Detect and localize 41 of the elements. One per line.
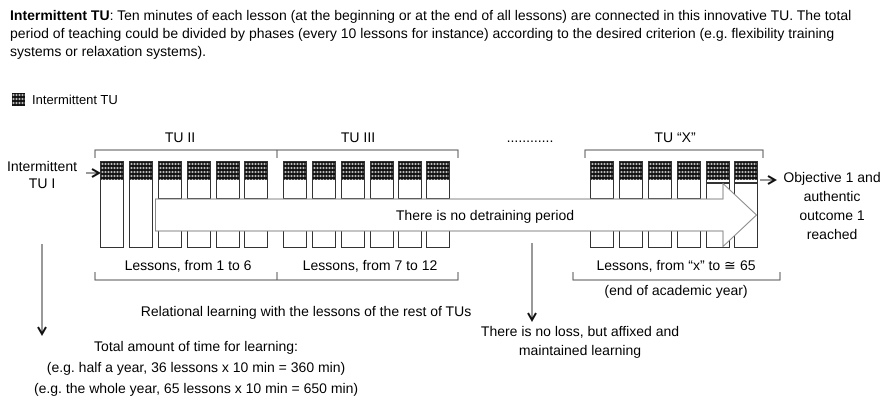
- lesson-bar: [187, 161, 211, 199]
- group-label: TU III: [340, 128, 376, 146]
- lesson-bar: [398, 161, 422, 199]
- lesson-bar: [370, 161, 394, 199]
- lesson-bar: [341, 161, 365, 199]
- note-text: (e.g. the whole year, 65 lessons x 10 min = 650 min): [34, 379, 358, 398]
- block-arrow: [155, 183, 757, 247]
- lesson-bar: [283, 161, 307, 199]
- group-label: TU “X”: [653, 128, 697, 146]
- lesson-bar: [158, 161, 182, 199]
- lesson-bar: [216, 161, 240, 199]
- range-label: Lessons, from 1 to 6: [124, 256, 252, 274]
- lesson-bar: [312, 161, 336, 199]
- ellipsis-text: ............: [506, 128, 554, 146]
- range-label: Lessons, from “x” to ≅ 65: [595, 256, 757, 274]
- note-text: Total amount of time for learning:: [94, 337, 298, 356]
- lesson-bar: [619, 161, 643, 199]
- lesson-bar: [677, 161, 701, 199]
- arrow: [86, 168, 100, 178]
- arrow: [760, 175, 776, 185]
- arrow-text: There is no detraining period: [394, 206, 576, 224]
- source-text: Intermittent TU I: [0, 158, 84, 192]
- lesson-bar: [129, 161, 153, 248]
- description-paragraph: Intermittent TU: Ten minutes of each lesson (at the beginning or at the end of all lessons) are connected in this innovative TU. The total period of teaching could be divided by phases (every 10 lessons for instance) according to the desired criterion (e.g. flexibility training systems or relaxation systems).: [10, 6, 852, 60]
- note-text: (end of academic year): [603, 281, 749, 299]
- outcome-text: Objective 1 and authentic outcome 1 reached: [776, 168, 888, 244]
- group-label: TU II: [164, 128, 196, 146]
- note-text: (e.g. half a year, 36 lessons x 10 min = 360 min): [46, 358, 346, 377]
- lesson-bar: [590, 161, 614, 199]
- lesson-bar: [648, 161, 672, 199]
- legend-label: Intermittent TU: [32, 91, 118, 109]
- range-label: Lessons, from 7 to 12: [302, 256, 438, 274]
- lesson-bar: [426, 161, 450, 199]
- note-text: Relational learning with the lessons of the rest of TUs: [140, 302, 472, 320]
- lesson-bar: [100, 161, 124, 248]
- arrow: [37, 244, 47, 335]
- note-text: There is no loss, but affixed and maintained learning: [470, 322, 690, 360]
- lesson-bar: [244, 161, 268, 199]
- lesson-bar: [706, 161, 730, 183]
- arrow: [527, 243, 537, 321]
- lesson-bar: [734, 161, 758, 183]
